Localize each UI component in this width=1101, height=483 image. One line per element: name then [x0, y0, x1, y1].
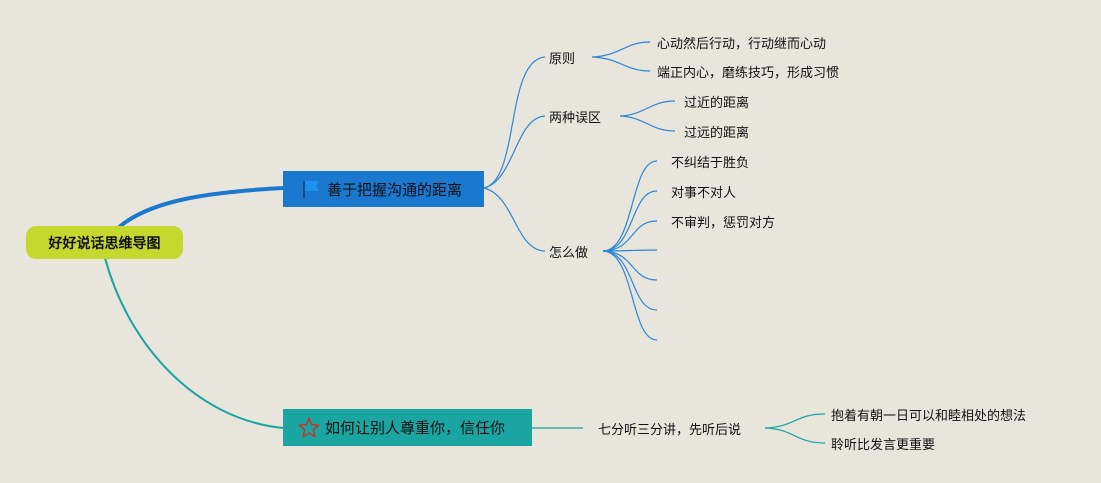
- leaf-label: 抱着有朝一日可以和睦相处的想法: [831, 408, 1027, 424]
- leaf-label: 心动然后行动，行动继而心动: [657, 36, 827, 52]
- leaf-howto-1[interactable]: 不纠结于胜负: [671, 151, 749, 171]
- leaf-mistake-1[interactable]: 过近的距离: [684, 91, 749, 111]
- sub-howto-label: 怎么做: [549, 245, 589, 261]
- star-icon: [298, 416, 320, 438]
- leaf-label: 端正内心，磨练技巧，形成习惯: [657, 65, 840, 81]
- sub-listen-label: 七分听三分讲，先听后说: [598, 422, 742, 438]
- leaf-label: 聆听比发言更重要: [831, 437, 936, 453]
- sub-listen[interactable]: 七分听三分讲，先听后说: [598, 418, 741, 438]
- leaf-label: 过远的距离: [684, 125, 750, 141]
- sub-mistakes-label: 两种误区: [549, 110, 602, 126]
- branch-distance[interactable]: 善于把握沟通的距离: [283, 171, 484, 207]
- sub-howto[interactable]: 怎么做: [549, 241, 588, 261]
- leaf-label: 对事不对人: [671, 185, 737, 201]
- sub-principle-label: 原则: [549, 51, 576, 67]
- root-label: 好好说话思维导图: [48, 235, 161, 252]
- branch-distance-label: 善于把握沟通的距离: [327, 180, 463, 199]
- leaf-howto-3[interactable]: 不审判，惩罚对方: [671, 211, 775, 231]
- leaf-listen-1[interactable]: 抱着有朝一日可以和睦相处的想法: [831, 404, 1026, 424]
- leaf-label: 不纠结于胜负: [671, 155, 750, 171]
- leaf-mistake-2[interactable]: 过远的距离: [684, 121, 749, 141]
- leaf-howto-2[interactable]: 对事不对人: [671, 181, 736, 201]
- leaf-principle-2[interactable]: 端正内心，磨练技巧，形成习惯: [657, 61, 839, 81]
- branch-respect-label: 如何让别人尊重你，信任你: [325, 419, 506, 437]
- flag-icon: [301, 179, 321, 199]
- root-node[interactable]: 好好说话思维导图: [26, 226, 183, 259]
- leaf-listen-2[interactable]: 聆听比发言更重要: [831, 433, 935, 453]
- leaf-label: 不审判，惩罚对方: [671, 215, 776, 231]
- leaf-principle-1[interactable]: 心动然后行动，行动继而心动: [657, 32, 826, 52]
- sub-mistakes[interactable]: 两种误区: [549, 106, 601, 126]
- leaf-label: 过近的距离: [684, 95, 750, 111]
- branch-respect[interactable]: 如何让别人尊重你，信任你: [283, 409, 532, 446]
- sub-principle[interactable]: 原则: [549, 47, 575, 67]
